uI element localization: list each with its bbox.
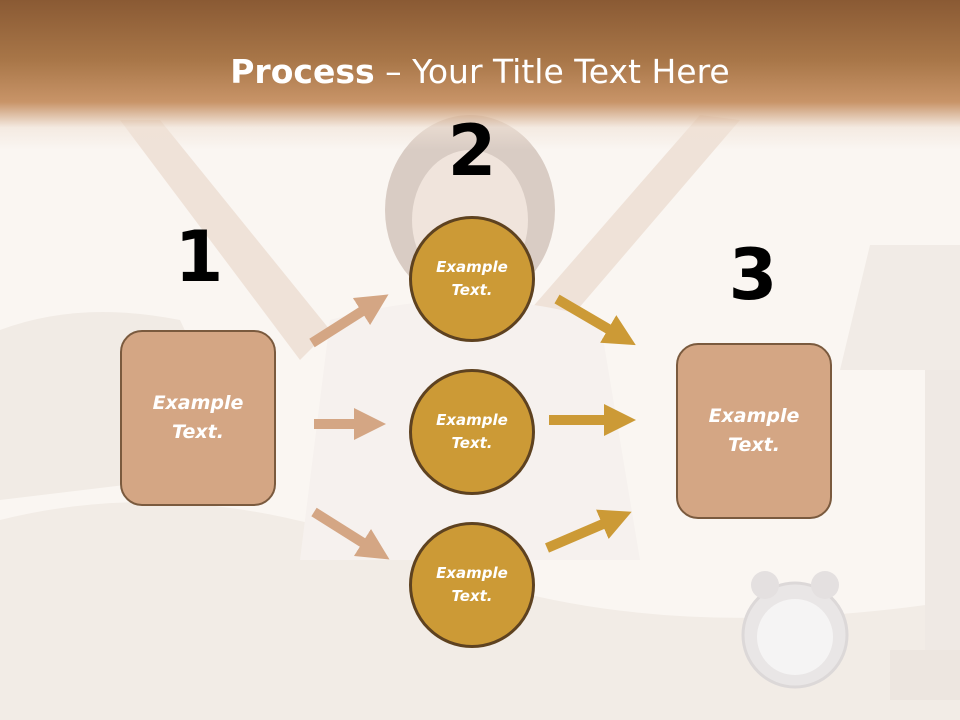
bottom-circle-label: Example Text. <box>436 564 508 605</box>
arrow-from-bottom-circle <box>545 509 632 553</box>
bottom-circle: Example Text. <box>409 522 535 648</box>
step-number-3: 3 <box>728 234 778 316</box>
step-3-box: Example Text. <box>676 343 832 519</box>
step-number-2: 2 <box>447 110 497 192</box>
arrow-from-top-circle <box>554 294 636 346</box>
arrow-to-bottom-circle <box>311 507 390 560</box>
top-circle: Example Text. <box>409 216 535 342</box>
title-bold: Process <box>230 52 375 91</box>
step-1-label: Example Text. <box>152 392 244 443</box>
title-rest: – Your Title Text Here <box>374 52 730 91</box>
step-1-box: Example Text. <box>120 330 276 506</box>
middle-circle: Example Text. <box>409 369 535 495</box>
arrow-to-top-circle <box>309 294 389 348</box>
middle-circle-label: Example Text. <box>436 411 508 452</box>
title-bar <box>0 0 960 150</box>
step-number-1: 1 <box>174 216 224 298</box>
step-3-label: Example Text. <box>708 405 800 456</box>
top-circle-label: Example Text. <box>436 258 508 299</box>
slide-title: Process – Your Title Text Here <box>0 52 960 91</box>
